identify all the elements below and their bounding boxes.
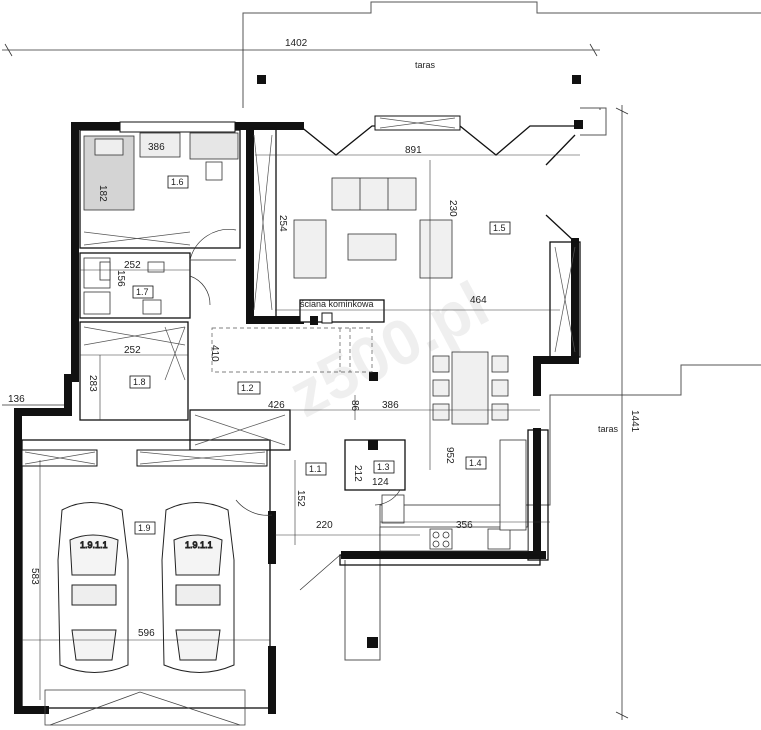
car-left: 1.9.1.1 <box>57 502 129 673</box>
dim-label: 386 <box>382 400 399 411</box>
dim-label: 596 <box>138 628 155 639</box>
dim-label: 212 <box>352 465 363 482</box>
room-label: 1.8 <box>133 377 146 387</box>
car-right-plate: 1.9.1.1 <box>185 540 213 550</box>
dim-label: 156 <box>115 270 126 287</box>
dim-label: 86 <box>349 400 360 412</box>
dim-label: 386 <box>148 142 165 153</box>
car-right: 1.9.1.1 <box>161 502 235 673</box>
dim-label: 230 <box>447 200 458 217</box>
chimney-wall-label: ściana kominkowa <box>300 299 374 309</box>
room-label: 1.3 <box>377 462 390 472</box>
garage-door <box>44 689 246 726</box>
dim-label: 356 <box>456 520 473 531</box>
washbasin <box>147 261 165 273</box>
post-3 <box>574 120 583 129</box>
dim-label: 252 <box>124 260 141 271</box>
bathroom-fixtures <box>83 257 165 315</box>
dim-label: 252 <box>124 345 141 356</box>
sink <box>487 528 511 550</box>
terrace-posts <box>257 75 583 648</box>
dim-label: 410 <box>209 345 220 362</box>
dim-label: 220 <box>316 520 333 531</box>
car-left-plate: 1.9.1.1 <box>80 540 108 550</box>
overall-height-label: 1441 <box>629 410 640 433</box>
chair <box>205 161 223 181</box>
dining-table <box>451 351 489 425</box>
dim-label: 952 <box>444 447 455 464</box>
doors <box>189 229 401 591</box>
post-2 <box>572 75 581 84</box>
dim-label: 583 <box>29 568 40 585</box>
dim-label: 124 <box>372 477 389 488</box>
stairs <box>211 327 373 373</box>
terrace-outline <box>242 1 761 661</box>
armchair-left <box>293 219 327 279</box>
room-label: 1.4 <box>469 458 482 468</box>
room-label: 1.5 <box>493 223 506 233</box>
room-label: 1.2 <box>241 383 254 393</box>
post-1 <box>257 75 266 84</box>
terrace-label-top: taras <box>415 60 436 70</box>
post-5 <box>367 637 378 648</box>
interior-dimension-lines <box>22 154 580 700</box>
overall-dimension-lines <box>2 43 629 720</box>
desk <box>139 132 181 158</box>
dim-label: 182 <box>97 185 108 202</box>
dim-label: 464 <box>470 295 487 306</box>
room-labels: 1.1 1.2 1.3 1.4 1.5 1.6 1.7 1.8 1.9 <box>129 175 511 535</box>
dim-label: 136 <box>8 394 25 405</box>
living-room-furniture <box>293 177 453 279</box>
dim-label: 426 <box>268 400 285 411</box>
coffee-table <box>347 233 397 261</box>
toilet <box>142 299 162 315</box>
dining-furniture <box>432 351 509 425</box>
kitchen-fixtures <box>379 439 529 552</box>
bedroom-furniture <box>83 132 239 211</box>
overall-width-label: 1402 <box>285 38 308 49</box>
dim-label: 152 <box>295 490 306 507</box>
dim-label: 891 <box>405 145 422 156</box>
post-4 <box>369 372 378 381</box>
wardrobe <box>189 132 239 160</box>
terrace-label-right: taras <box>598 424 619 434</box>
sofa <box>331 177 417 211</box>
room-label: 1.9 <box>138 523 151 533</box>
room-label: 1.7 <box>136 287 149 297</box>
armchair-right <box>419 219 453 279</box>
chimney: ściana kominkowa <box>299 299 385 450</box>
dim-label: 254 <box>277 215 288 232</box>
storage-crosses <box>24 117 576 465</box>
dim-label: 283 <box>87 375 98 392</box>
room-label: 1.1 <box>309 464 322 474</box>
room-label: 1.6 <box>171 177 184 187</box>
